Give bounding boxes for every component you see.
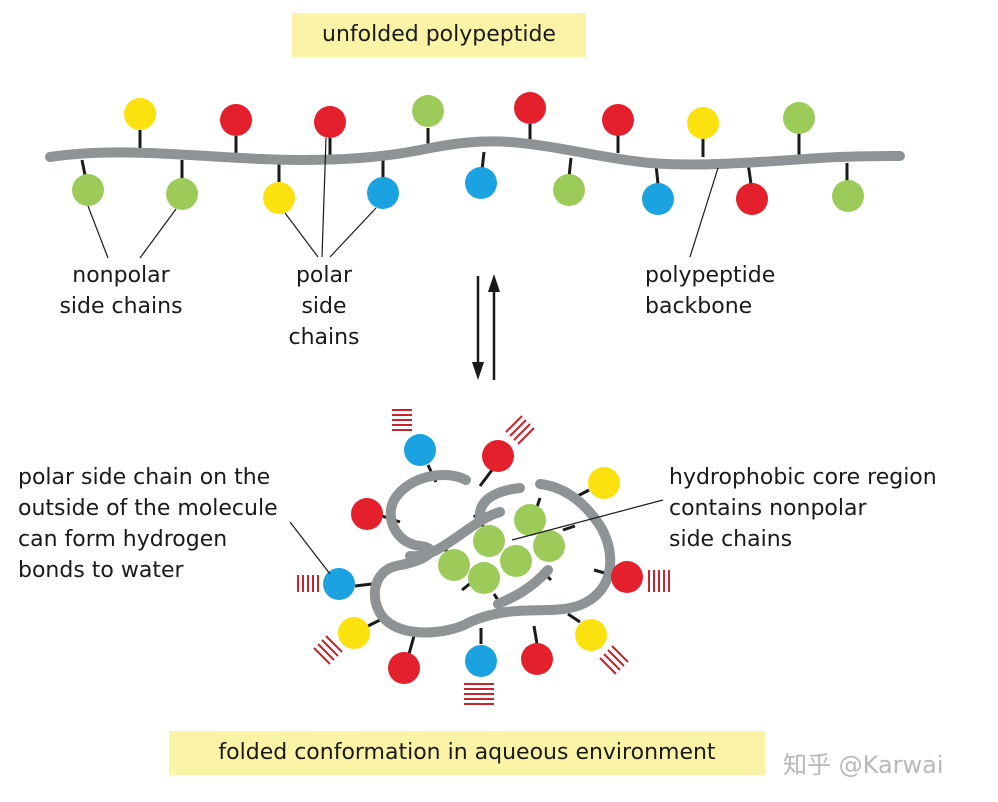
polar-blue-side-chain <box>465 645 497 677</box>
polar-red-side-chain <box>736 183 768 215</box>
polar-yellow-side-chain <box>263 182 295 214</box>
hydrogen-bond-marks <box>297 409 670 705</box>
label-line: bonds to water <box>18 558 184 583</box>
polar-yellow-side-chain <box>687 107 719 139</box>
label-polar-outside: polar side chain on the outside of the m… <box>18 462 278 586</box>
polar-red-side-chain <box>388 652 420 684</box>
equilibrium-arrows <box>472 274 500 380</box>
label-line: can form hydrogen <box>18 527 228 552</box>
label-polypeptide-backbone: polypeptide backbone <box>645 260 775 322</box>
polar-red-side-chain <box>314 106 346 138</box>
polar-red-side-chain <box>220 104 252 136</box>
label-line: backbone <box>645 294 753 319</box>
label-line: side chains <box>669 527 793 552</box>
hydrophobic-core <box>438 504 565 594</box>
folded-protein <box>289 409 670 705</box>
polar-red-side-chain <box>482 440 514 472</box>
nonpolar-side-chain <box>553 174 585 206</box>
polar-red-side-chain <box>602 104 634 136</box>
polar-red-side-chain <box>521 643 553 675</box>
nonpolar-side-chain <box>783 102 815 134</box>
polar-blue-side-chain <box>465 167 497 199</box>
label-line: hydrophobic core region <box>669 465 937 490</box>
polar-blue-side-chain <box>642 183 674 215</box>
folded-backbone <box>369 469 616 638</box>
title-unfolded: unfolded polypeptide <box>292 13 586 57</box>
label-hydrophobic-core: hydrophobic core region contains nonpola… <box>669 462 937 555</box>
polar-yellow-side-chain <box>588 467 620 499</box>
label-line: chains <box>288 325 360 350</box>
label-line: outside of the molecule <box>18 496 278 521</box>
nonpolar-side-chain <box>72 174 104 206</box>
label-line: side <box>301 294 347 319</box>
polar-blue-side-chain <box>367 177 399 209</box>
polar-yellow-side-chain <box>124 98 156 130</box>
label-line: side chains <box>59 294 183 319</box>
polar-red-side-chain <box>514 92 546 124</box>
nonpolar-side-chain <box>500 545 532 577</box>
leader-lines-top <box>87 137 719 259</box>
label-polar-side-chains: polar side chains <box>278 260 370 353</box>
polypeptide-backbone <box>45 136 905 170</box>
nonpolar-side-chain <box>473 525 505 557</box>
nonpolar-side-chain <box>166 178 198 210</box>
polar-red-side-chain <box>351 498 383 530</box>
nonpolar-side-chain <box>533 530 565 562</box>
title-folded: folded conformation in aqueous environme… <box>169 731 765 775</box>
label-line: polar side chain on the <box>18 465 271 490</box>
watermark: 知乎 @Karwai <box>783 751 944 779</box>
label-nonpolar-side-chains: nonpolar side chains <box>56 260 186 322</box>
nonpolar-side-chain <box>832 180 864 212</box>
polar-blue-side-chain <box>323 568 355 600</box>
polar-yellow-side-chain <box>338 617 370 649</box>
label-line: polypeptide <box>645 263 776 288</box>
lower-stems <box>80 151 849 185</box>
nonpolar-side-chain <box>438 549 470 581</box>
leader-lines-bottom <box>289 499 664 575</box>
label-line: contains nonpolar <box>669 496 867 521</box>
nonpolar-side-chain <box>412 95 444 127</box>
label-line: nonpolar <box>72 263 170 288</box>
polar-yellow-side-chain <box>575 619 607 651</box>
polar-red-side-chain <box>611 561 643 593</box>
nonpolar-side-chain <box>514 504 546 536</box>
polar-blue-side-chain <box>404 434 436 466</box>
label-line: polar <box>295 263 353 288</box>
unfolded-polypeptide <box>45 92 905 259</box>
nonpolar-side-chain <box>468 562 500 594</box>
